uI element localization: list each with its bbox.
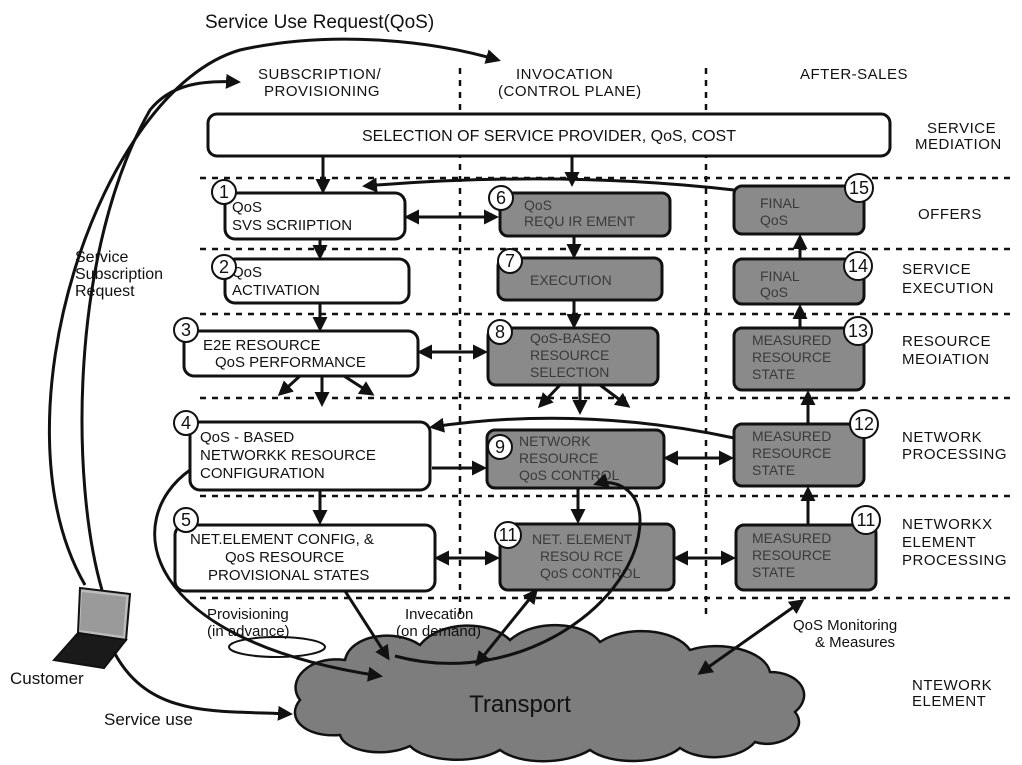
provisioning-ellipse: [229, 637, 325, 657]
box-15-line2: QoS: [760, 212, 788, 228]
box-9-line3: QoS CONTROL: [519, 467, 620, 483]
box-9-line2: RESOURCE: [519, 450, 598, 466]
customer-label: Customer: [10, 669, 84, 688]
arrow-15-to-1: [365, 179, 734, 190]
column-subscription-line1: SUBSCRIPTION/: [258, 66, 382, 83]
service-use-request-label: Service Use Request(QoS): [205, 12, 434, 33]
box-4-line2: NETWORKK RESOURCE: [200, 447, 376, 464]
row-netelement-processing-line2: ELEMENT: [902, 534, 976, 551]
box-11b-line1: MEASURED: [752, 530, 831, 546]
box-11a-line2: RESOU RCE: [540, 548, 623, 564]
laptop-icon: [54, 588, 130, 668]
step-badge-13-label: 13: [848, 321, 868, 341]
step-badge-14-label: 14: [848, 256, 868, 276]
row-resource-mediation-line1: RESOURCE: [902, 333, 991, 350]
step-badge-5-label: 5: [181, 510, 191, 530]
invocation-line1: Invecation: [405, 606, 473, 623]
row-network-processing-line1: NETWORK: [902, 429, 982, 446]
column-after-sales: AFTER-SALES: [800, 66, 908, 83]
step-badge-7-label: 7: [505, 251, 515, 271]
row-netelement-processing-line3: PROCESSING: [902, 552, 1007, 569]
box-9-line1: NETWORK: [519, 433, 591, 449]
box-11b-line2: RESOURCE: [752, 547, 831, 563]
step-badge-2-label: 2: [219, 257, 229, 277]
step-badge-9-label: 9: [495, 437, 505, 457]
box-2-line2: ACTIVATION: [232, 282, 320, 299]
box-7-line1: EXECUTION: [530, 272, 612, 288]
arrow-8-fan-right: [600, 385, 628, 406]
row-network-element-line1: NTEWORK: [912, 677, 992, 694]
box-13-line3: STATE: [752, 366, 795, 382]
box-6-line1: QoS: [524, 197, 552, 213]
step-badge-15-label: 15: [849, 178, 869, 198]
box-6-line2: REQU IR EMENT: [524, 213, 636, 229]
row-netelement-processing-line1: NETWORKX: [902, 516, 993, 533]
invocation-line2: (on demand): [396, 623, 481, 640]
column-subscription-line2: PROVISIONING: [264, 83, 380, 100]
step-badge-4-label: 4: [181, 413, 191, 433]
box-12-line2: RESOURCE: [752, 445, 831, 461]
box-3-line1: E2E RESOURCE: [203, 337, 321, 354]
subscription-request-line2: Subscription: [75, 266, 163, 283]
subscription-request-line1: Service: [75, 249, 128, 266]
step-badge-11b-label: 11: [857, 510, 876, 530]
transport-label: Transport: [469, 691, 571, 718]
provisioning-line2: (in advance): [207, 623, 290, 640]
subscription-request-line3: Request: [75, 283, 135, 300]
box-3-line2: QoS PERFORMANCE: [215, 354, 366, 371]
step-badge-1-label: 1: [219, 182, 229, 202]
box-11a-line1: NET. ELEMENT: [532, 531, 633, 547]
arrow-3-fan-right: [344, 376, 372, 394]
row-service-execution-line2: EXECUTION: [902, 280, 994, 297]
step-badge-3-label: 3: [181, 320, 191, 340]
monitoring-line1: QoS Monitoring: [793, 617, 897, 634]
box-4-line1: QoS - BASED: [200, 429, 294, 446]
mediation-bar-label: SELECTION OF SERVICE PROVIDER, QoS, COST: [362, 128, 736, 145]
step-badge-12-label: 12: [854, 414, 874, 434]
box-5-line3: PROVISIONAL STATES: [208, 567, 369, 584]
arrow-8-fan-left: [540, 385, 560, 406]
row-service-execution-line1: SERVICE: [902, 261, 971, 278]
arrow-service-use: [114, 652, 290, 714]
box-14-line1: FINAL: [760, 268, 800, 284]
box-5-line2: QoS RESOURCE: [225, 549, 344, 566]
box-15-line1: FINAL: [760, 195, 800, 211]
box-13-line2: RESOURCE: [752, 349, 831, 365]
column-invocation-line1: INVOCATION: [516, 66, 613, 83]
row-resource-mediation-line2: MEOIATION: [902, 351, 990, 368]
box-1-line2: SVS SCRIIPTION: [232, 217, 352, 234]
box-8-line2: RESOURCE: [530, 347, 609, 363]
column-invocation-line2: (CONTROL PLANE): [498, 83, 642, 100]
box-13-line1: MEASURED: [752, 332, 831, 348]
box-5-line1: NET.ELEMENT CONFIG, &: [190, 531, 374, 548]
box-8-line3: SELECTION: [530, 364, 609, 380]
row-offers: OFFERS: [918, 206, 982, 223]
row-network-processing-line2: PROCESSING: [902, 446, 1007, 463]
box-12-line3: STATE: [752, 462, 795, 478]
row-service-mediation-line1: SERVICE: [927, 120, 996, 137]
box-14-line2: QoS: [760, 284, 788, 300]
step-badge-8-label: 8: [495, 322, 505, 342]
service-use-label: Service use: [104, 710, 193, 729]
provisioning-line1: Provisioning: [207, 606, 289, 623]
row-service-mediation-line2: MEDIATION: [915, 136, 1002, 153]
step-badge-11a-label: 11: [499, 525, 518, 545]
box-1-line1: QoS: [232, 199, 262, 216]
step-badge-6-label: 6: [496, 188, 506, 208]
box-11b-line3: STATE: [752, 564, 795, 580]
box-12-line1: MEASURED: [752, 428, 831, 444]
box-8-line1: QoS-BASEO: [530, 330, 611, 346]
monitoring-line2: & Measures: [815, 634, 895, 651]
box-4-line3: CONFIGURATION: [200, 465, 325, 482]
row-network-element-line2: ELEMENT: [912, 693, 986, 710]
arrow-3-fan-left: [280, 376, 300, 394]
